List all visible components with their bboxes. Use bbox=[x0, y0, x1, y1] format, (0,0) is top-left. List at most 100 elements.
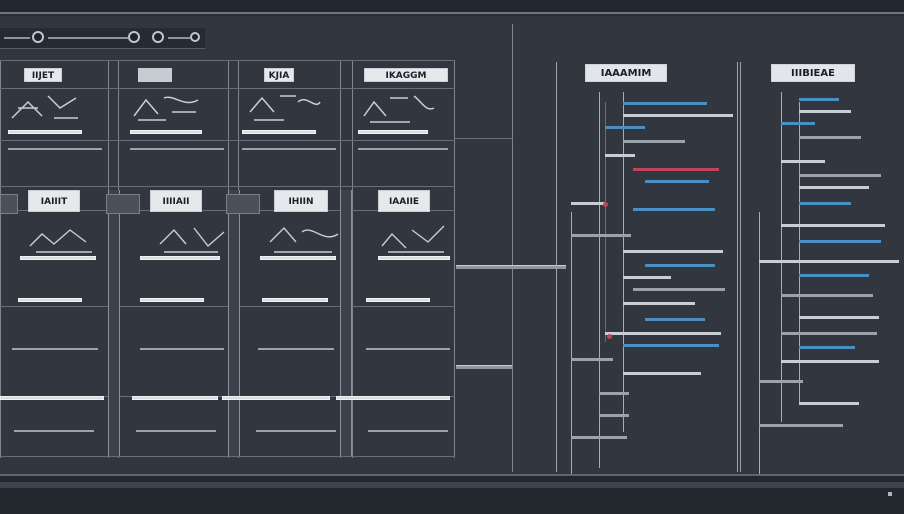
rack-rail bbox=[256, 430, 336, 432]
tree-branch[interactable] bbox=[799, 110, 851, 113]
tree-branch[interactable] bbox=[781, 160, 825, 163]
grid-row-line bbox=[0, 456, 455, 457]
toolbar-knob-left[interactable] bbox=[32, 31, 44, 43]
rack-illustration bbox=[11, 95, 78, 119]
tree-branch[interactable] bbox=[605, 126, 645, 129]
tree-branch[interactable] bbox=[623, 102, 707, 105]
top-bar bbox=[0, 0, 904, 14]
tree-branch[interactable] bbox=[623, 302, 695, 305]
tree-branch[interactable] bbox=[799, 202, 851, 205]
toolbar-knob-end[interactable] bbox=[190, 32, 200, 42]
rack-illustration bbox=[269, 226, 339, 253]
rack-rail bbox=[242, 148, 336, 150]
tree-branch[interactable] bbox=[623, 372, 701, 375]
rack-mid-label: IIIIAII bbox=[150, 190, 202, 212]
tree-branch[interactable] bbox=[781, 224, 885, 227]
rack-post-cap bbox=[226, 194, 260, 214]
resize-grip-icon[interactable] bbox=[888, 492, 892, 496]
rack-tray[interactable] bbox=[0, 396, 104, 400]
grid-row-line bbox=[0, 186, 455, 187]
rack-tray[interactable] bbox=[222, 396, 330, 400]
tree-branch[interactable] bbox=[799, 136, 861, 139]
toolbar-track-end bbox=[168, 37, 190, 39]
rack-tray[interactable] bbox=[18, 298, 82, 302]
rack-top-label: KJIA bbox=[264, 68, 294, 82]
tree-branch[interactable] bbox=[781, 332, 877, 335]
tree-branch[interactable] bbox=[605, 154, 635, 157]
tree-branch[interactable] bbox=[623, 344, 719, 347]
tree-node-marker[interactable] bbox=[607, 334, 612, 339]
tree-stem bbox=[623, 92, 624, 432]
toolbar-knob-mid[interactable] bbox=[128, 31, 140, 43]
tree-branch[interactable] bbox=[633, 168, 719, 171]
tree-branch[interactable] bbox=[799, 174, 881, 177]
tree-branch[interactable] bbox=[781, 122, 815, 125]
rack-illustration bbox=[363, 95, 435, 123]
tree-branch[interactable] bbox=[599, 392, 629, 395]
tree-branch[interactable] bbox=[645, 264, 715, 267]
rack-tray[interactable] bbox=[132, 396, 218, 400]
status-bar bbox=[0, 474, 904, 514]
rack-post bbox=[108, 190, 120, 456]
rack-tray[interactable] bbox=[366, 298, 430, 302]
rack-rail bbox=[130, 148, 224, 150]
tree-branch[interactable] bbox=[633, 208, 715, 211]
tree-stem bbox=[799, 102, 800, 402]
tree-branch[interactable] bbox=[781, 294, 873, 297]
tree-branch[interactable] bbox=[605, 332, 721, 335]
tree-branch[interactable] bbox=[799, 346, 855, 349]
rack-shelf bbox=[260, 256, 336, 260]
rack-shelf bbox=[8, 130, 82, 134]
horizontal-scrollbar[interactable] bbox=[0, 482, 904, 488]
rack-tray[interactable] bbox=[336, 396, 450, 400]
rack-rail bbox=[8, 148, 102, 150]
tree-branch[interactable] bbox=[623, 114, 733, 117]
tree-branch[interactable] bbox=[781, 360, 879, 363]
rack-post-cap bbox=[0, 194, 18, 214]
toolbar-slider[interactable] bbox=[48, 37, 128, 39]
rack-shelf bbox=[358, 130, 428, 134]
tree-branch[interactable] bbox=[799, 98, 839, 101]
rack-illustration bbox=[159, 227, 225, 253]
panel-divider bbox=[512, 24, 513, 472]
tree-branch[interactable] bbox=[759, 424, 843, 427]
rack-top-label bbox=[138, 68, 172, 82]
tree-branch[interactable] bbox=[571, 436, 627, 439]
grid-row-line bbox=[0, 306, 455, 307]
rack-tray[interactable] bbox=[262, 298, 328, 302]
rack-shelf bbox=[20, 256, 96, 260]
rack-mid-label: IAAIIE bbox=[378, 190, 430, 212]
tree-branch[interactable] bbox=[623, 250, 723, 253]
rack-grid: KJIA IKAGGM IIJET IAIIIT IIIIAII IHIIN I… bbox=[0, 60, 455, 460]
tree-branch[interactable] bbox=[799, 274, 869, 277]
rack-post-cap bbox=[106, 194, 140, 214]
rack-rail bbox=[368, 430, 448, 432]
tree-branch[interactable] bbox=[599, 414, 629, 417]
rack-rail bbox=[136, 430, 216, 432]
tree-branch[interactable] bbox=[799, 316, 879, 319]
tree-branch[interactable] bbox=[645, 318, 705, 321]
tree-branch[interactable] bbox=[623, 140, 685, 143]
tree-branch[interactable] bbox=[571, 358, 613, 361]
tree-panel: IAAAMIM bbox=[556, 62, 738, 512]
tree-node-marker[interactable] bbox=[603, 202, 608, 207]
rack-mid-label: IAIIIT bbox=[28, 190, 80, 212]
tree-branch[interactable] bbox=[623, 276, 671, 279]
rack-shelf bbox=[242, 130, 316, 134]
tree-branch[interactable] bbox=[759, 260, 899, 263]
rack-shelf bbox=[378, 256, 450, 260]
tree-branch[interactable] bbox=[633, 288, 725, 291]
grid-row-line bbox=[0, 60, 455, 61]
tree-branch[interactable] bbox=[799, 402, 859, 405]
tree-branch[interactable] bbox=[799, 240, 881, 243]
tree-branch[interactable] bbox=[571, 202, 605, 205]
rack-tray[interactable] bbox=[140, 298, 204, 302]
connector-line bbox=[455, 138, 513, 139]
tree-branch[interactable] bbox=[759, 380, 803, 383]
grid-row-line bbox=[0, 88, 455, 89]
toolbar-knob-right[interactable] bbox=[152, 31, 164, 43]
toolbar bbox=[0, 28, 205, 49]
tree-branch[interactable] bbox=[799, 186, 869, 189]
tree-branch[interactable] bbox=[571, 234, 631, 237]
tree-branch[interactable] bbox=[645, 180, 709, 183]
